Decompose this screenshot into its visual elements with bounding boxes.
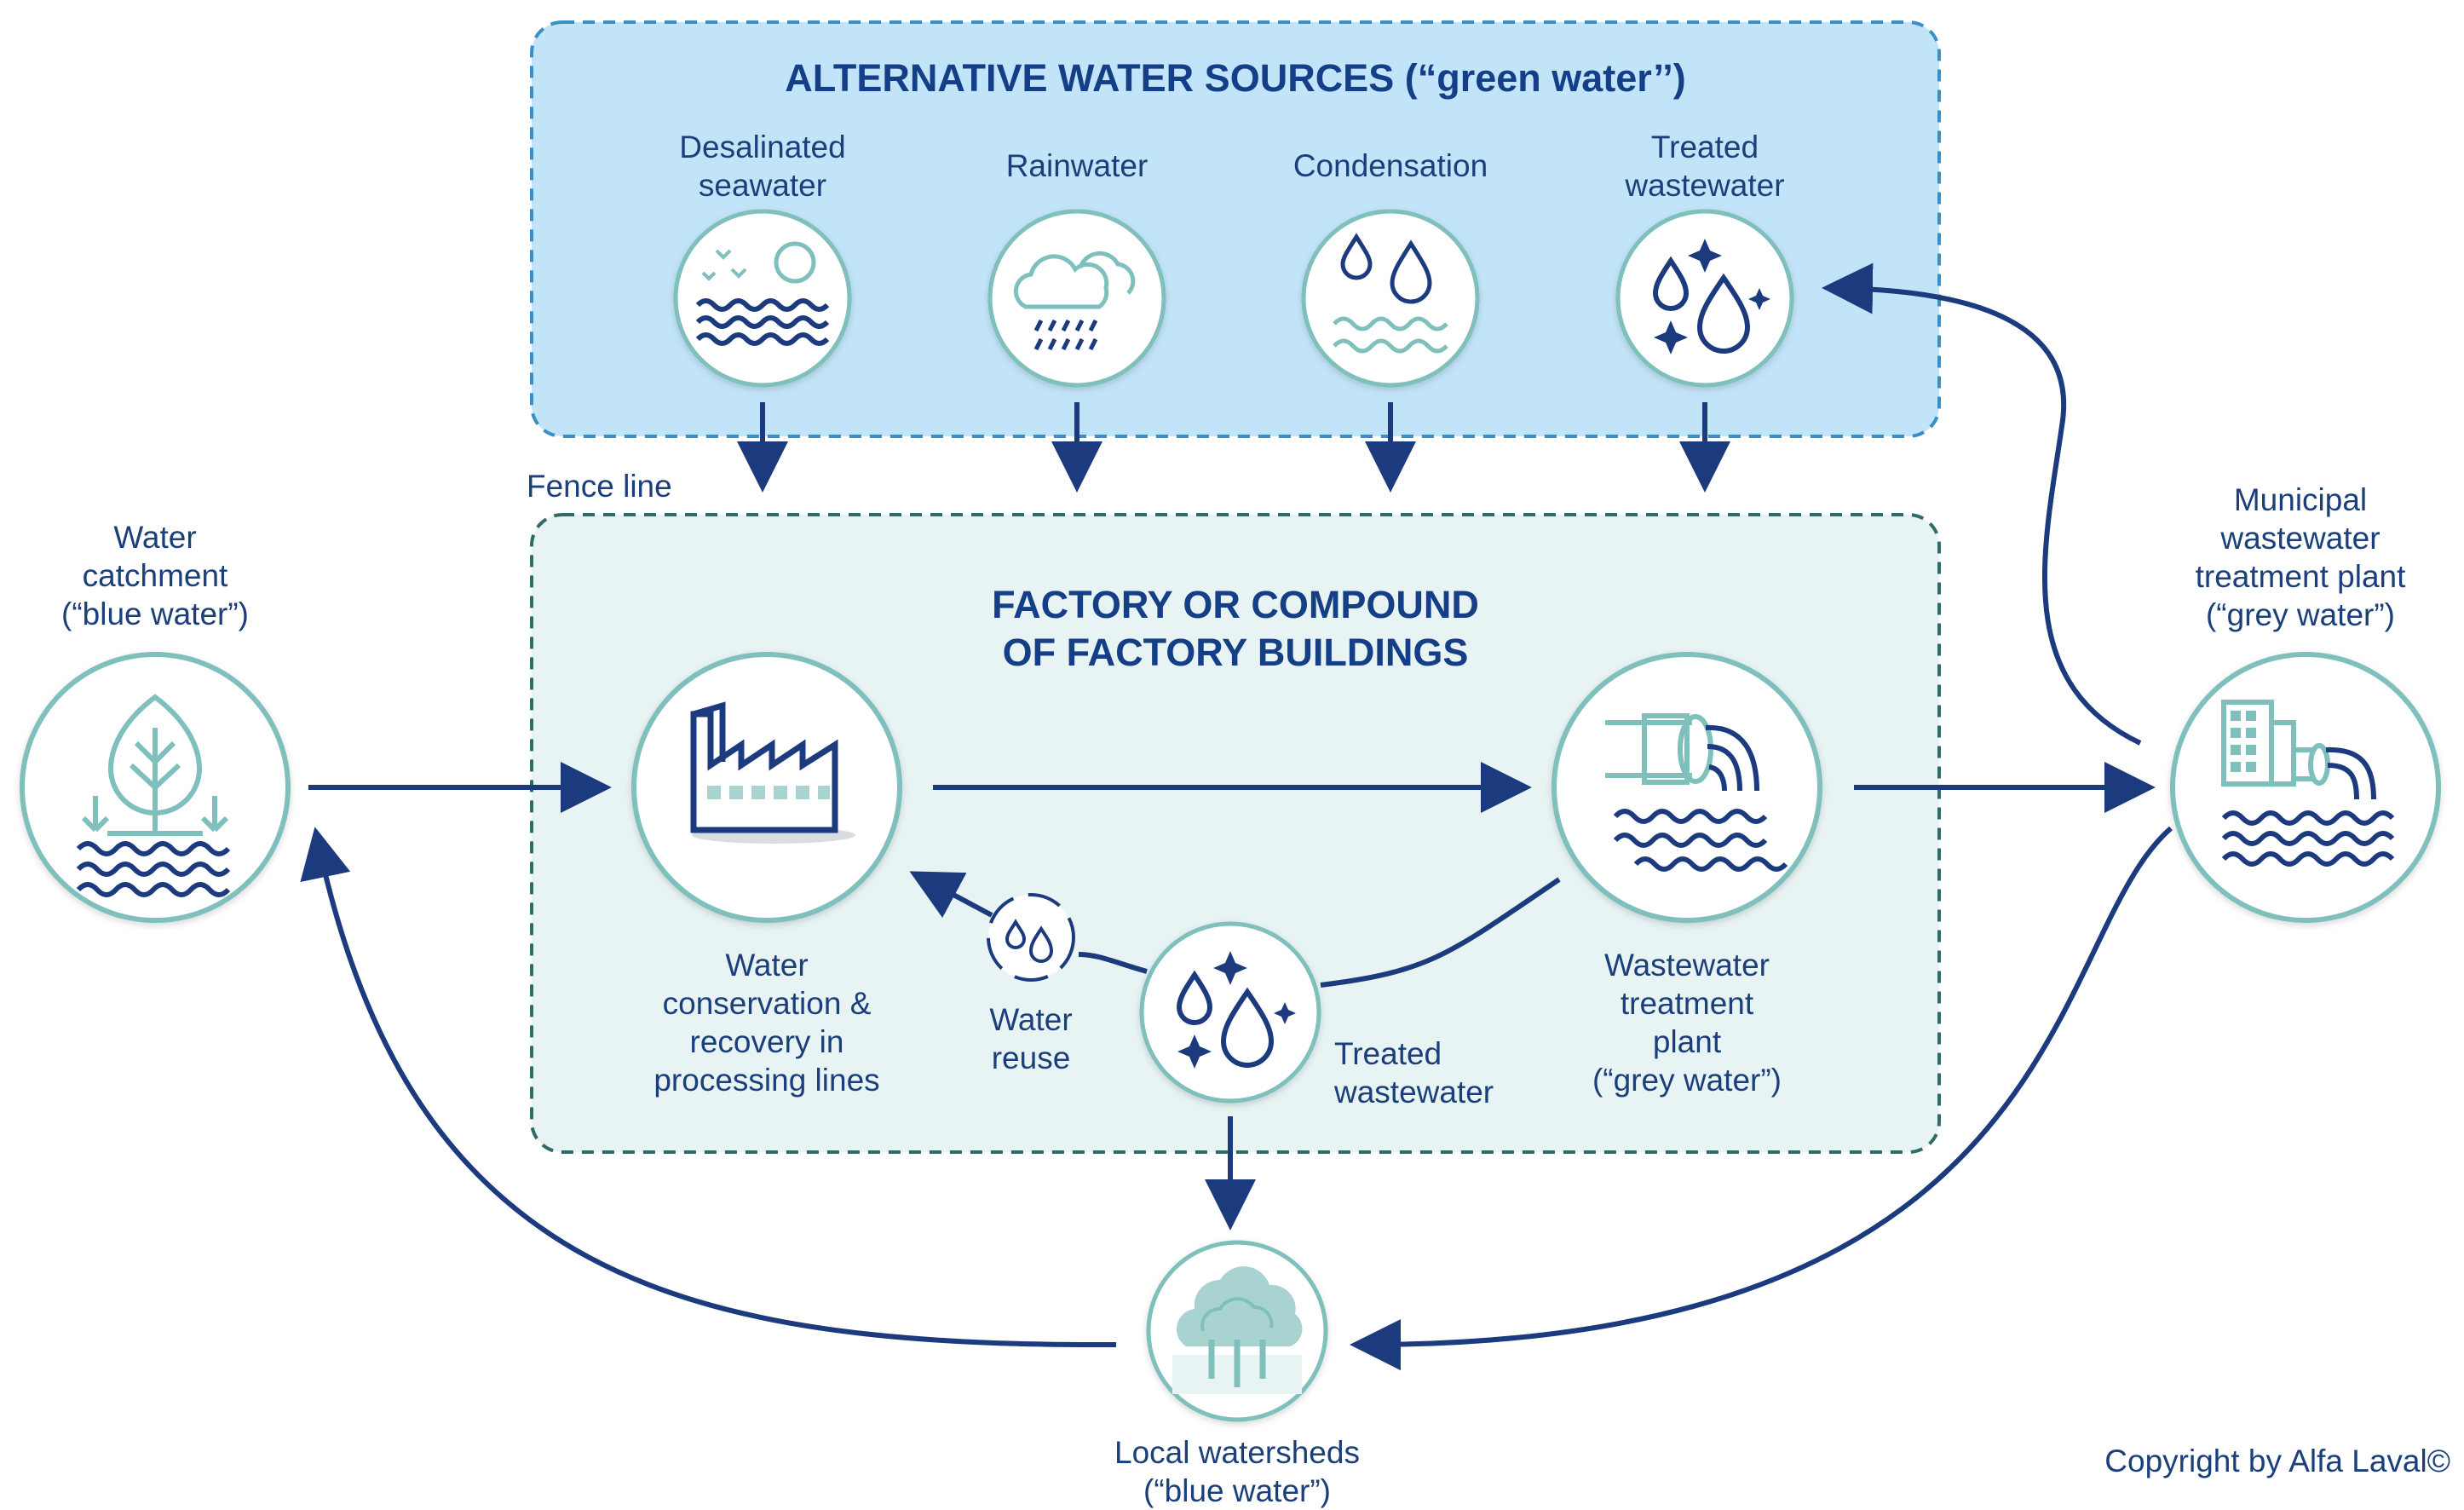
conservation-label: Water conservation & recovery in process… (653, 948, 880, 1098)
local-watersheds-label: Local watersheds (“blue water”) (1114, 1435, 1360, 1508)
arrow-wastewater-to-treated (1320, 877, 1561, 988)
factory-panel (530, 513, 1941, 1154)
fence-line-label: Fence line (527, 469, 672, 504)
arrow-watersheds-to-catchment (300, 827, 1117, 1348)
arrow-municipal-to-treated (1822, 262, 2142, 746)
factory-icon (631, 652, 902, 923)
source-label-desalinated: Desalinated seawater (679, 130, 846, 203)
rainwater-icon (987, 209, 1166, 388)
water-reuse-label: Water reuse (989, 1002, 1073, 1075)
condensation-icon (1301, 209, 1480, 388)
arrow-reuse-to-conservation (909, 871, 993, 919)
arrow-treated-to-reuse (1078, 952, 1148, 974)
wastewater-plant-label: Wastewater treatment plant (“grey water”… (1592, 948, 1782, 1098)
local-watersheds-icon (1146, 1240, 1328, 1422)
municipal-plant-icon (2170, 652, 2441, 923)
arrow-municipal-to-watersheds (1350, 826, 2173, 1371)
alternative-sources-panel (530, 20, 1941, 438)
source-label-rainwater: Rainwater (1005, 148, 1149, 183)
water-catchment-label: Water catchment (“blue water”) (61, 520, 249, 631)
water-reuse-icon (987, 893, 1075, 982)
treated-wastewater-inner-label: Treated wastewater (1334, 1036, 1494, 1109)
sources-panel-title: ALTERNATIVE WATER SOURCES (“green water’… (785, 56, 1686, 100)
wastewater-plant-icon (1552, 652, 1822, 923)
treated-wastewater-top-icon (1615, 209, 1794, 388)
desalinated-seawater-icon (673, 209, 852, 388)
municipal-label: Municipal wastewater treatment plant (“g… (2195, 482, 2406, 632)
source-label-condensation: Condensation (1292, 148, 1488, 183)
treated-wastewater-inner-icon (1139, 921, 1321, 1104)
copyright-label: Copyright by Alfa Laval© (2104, 1444, 2450, 1478)
water-catchment-icon (20, 652, 291, 923)
factory-panel-title: FACTORY OR COMPOUND OF FACTORY BUILDINGS (992, 583, 1479, 674)
source-label-treated: Treated wastewater (1625, 130, 1785, 203)
flow-arrows (300, 262, 2173, 1371)
